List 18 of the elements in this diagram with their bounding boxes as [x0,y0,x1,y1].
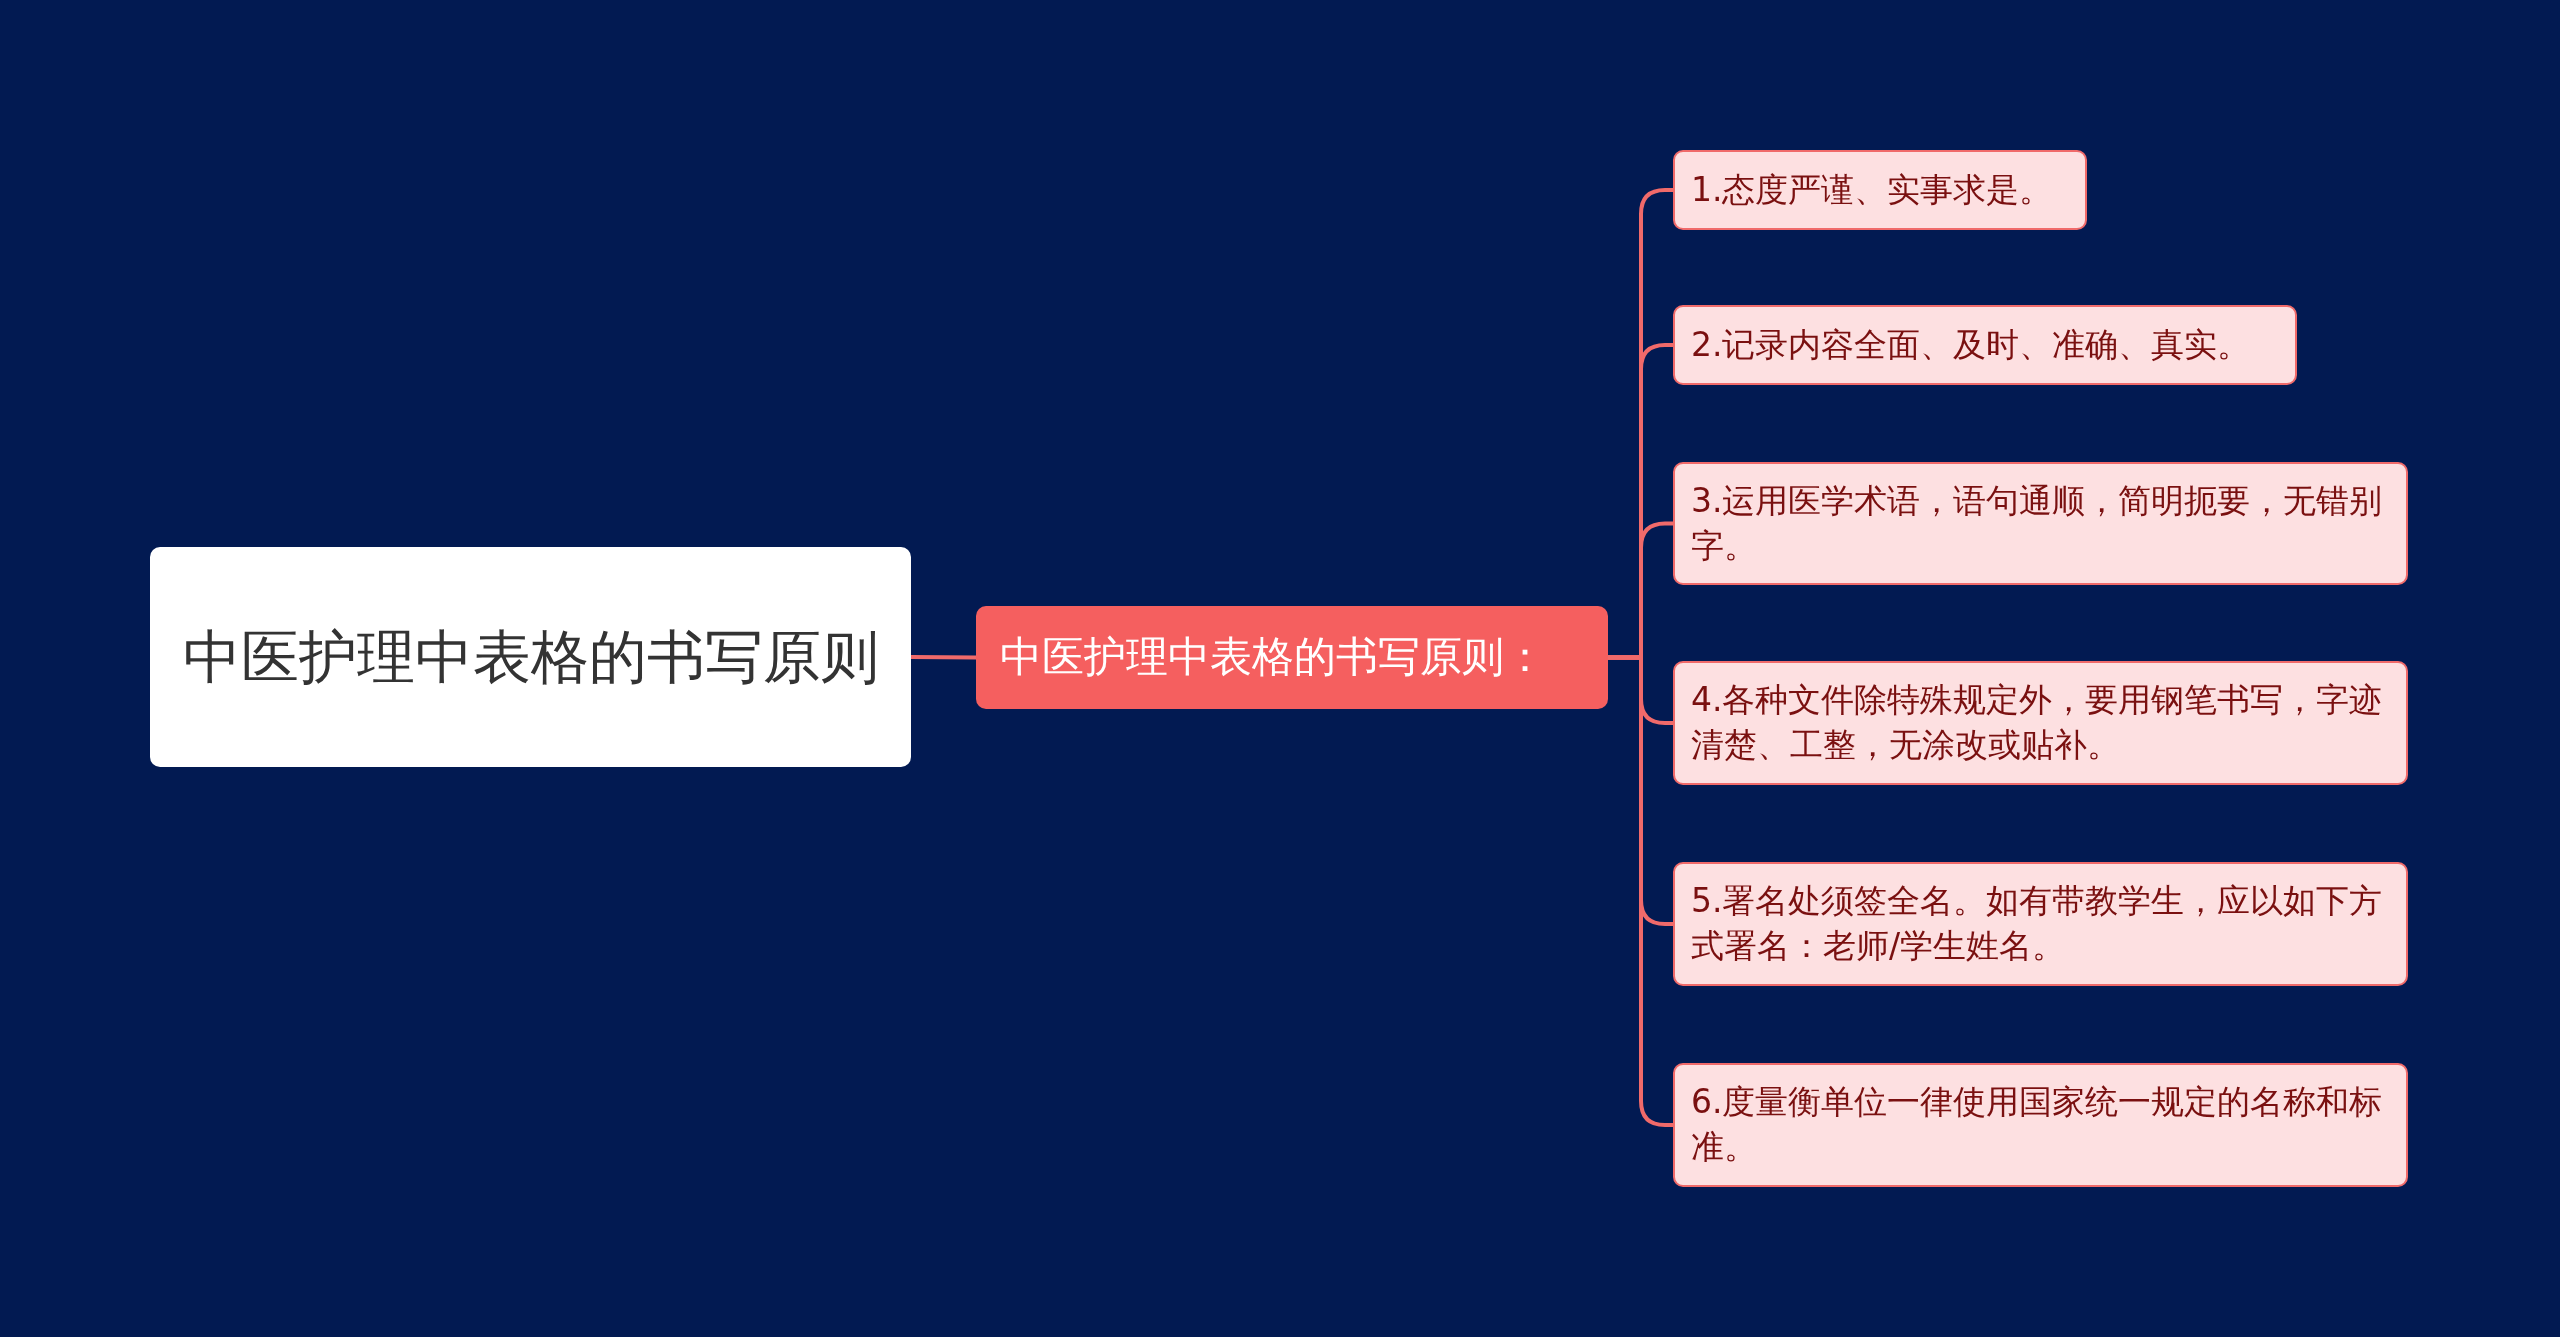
node-text: 4.各种文件除特殊规定外，要用钢笔书写，字迹清楚、工整，无涂改或贴补。 [1691,679,2384,766]
node-text: 中医护理中表格的书写原则 [182,621,879,693]
item-box [1673,462,2408,585]
node-text: 6.度量衡单位一律使用国家统一规定的名称和标准。 [1691,1081,2384,1168]
subtopic-box [976,606,1608,709]
item-box [1673,150,2087,230]
connector [1608,655,1673,1127]
node-text: 1.态度严谨、实事求是。 [1691,168,2053,211]
topic-box [150,547,911,767]
item-box [1673,661,2408,785]
node-text: 2.记录内容全面、及时、准确、真实。 [1691,323,2251,366]
node-text: 3.运用医学术语，语句通顺，简明扼要，无错别字。 [1691,479,2384,567]
node-text: 5.署名处须签全名。如有带教学生，应以如下方式署名：老师/学生姓名。 [1691,880,2384,967]
item-box [1673,305,2297,385]
item-box [1673,862,2408,986]
connector [911,655,976,660]
node-text: 中医护理中表格的书写原则： [1000,631,1546,684]
item-box [1673,1063,2408,1187]
